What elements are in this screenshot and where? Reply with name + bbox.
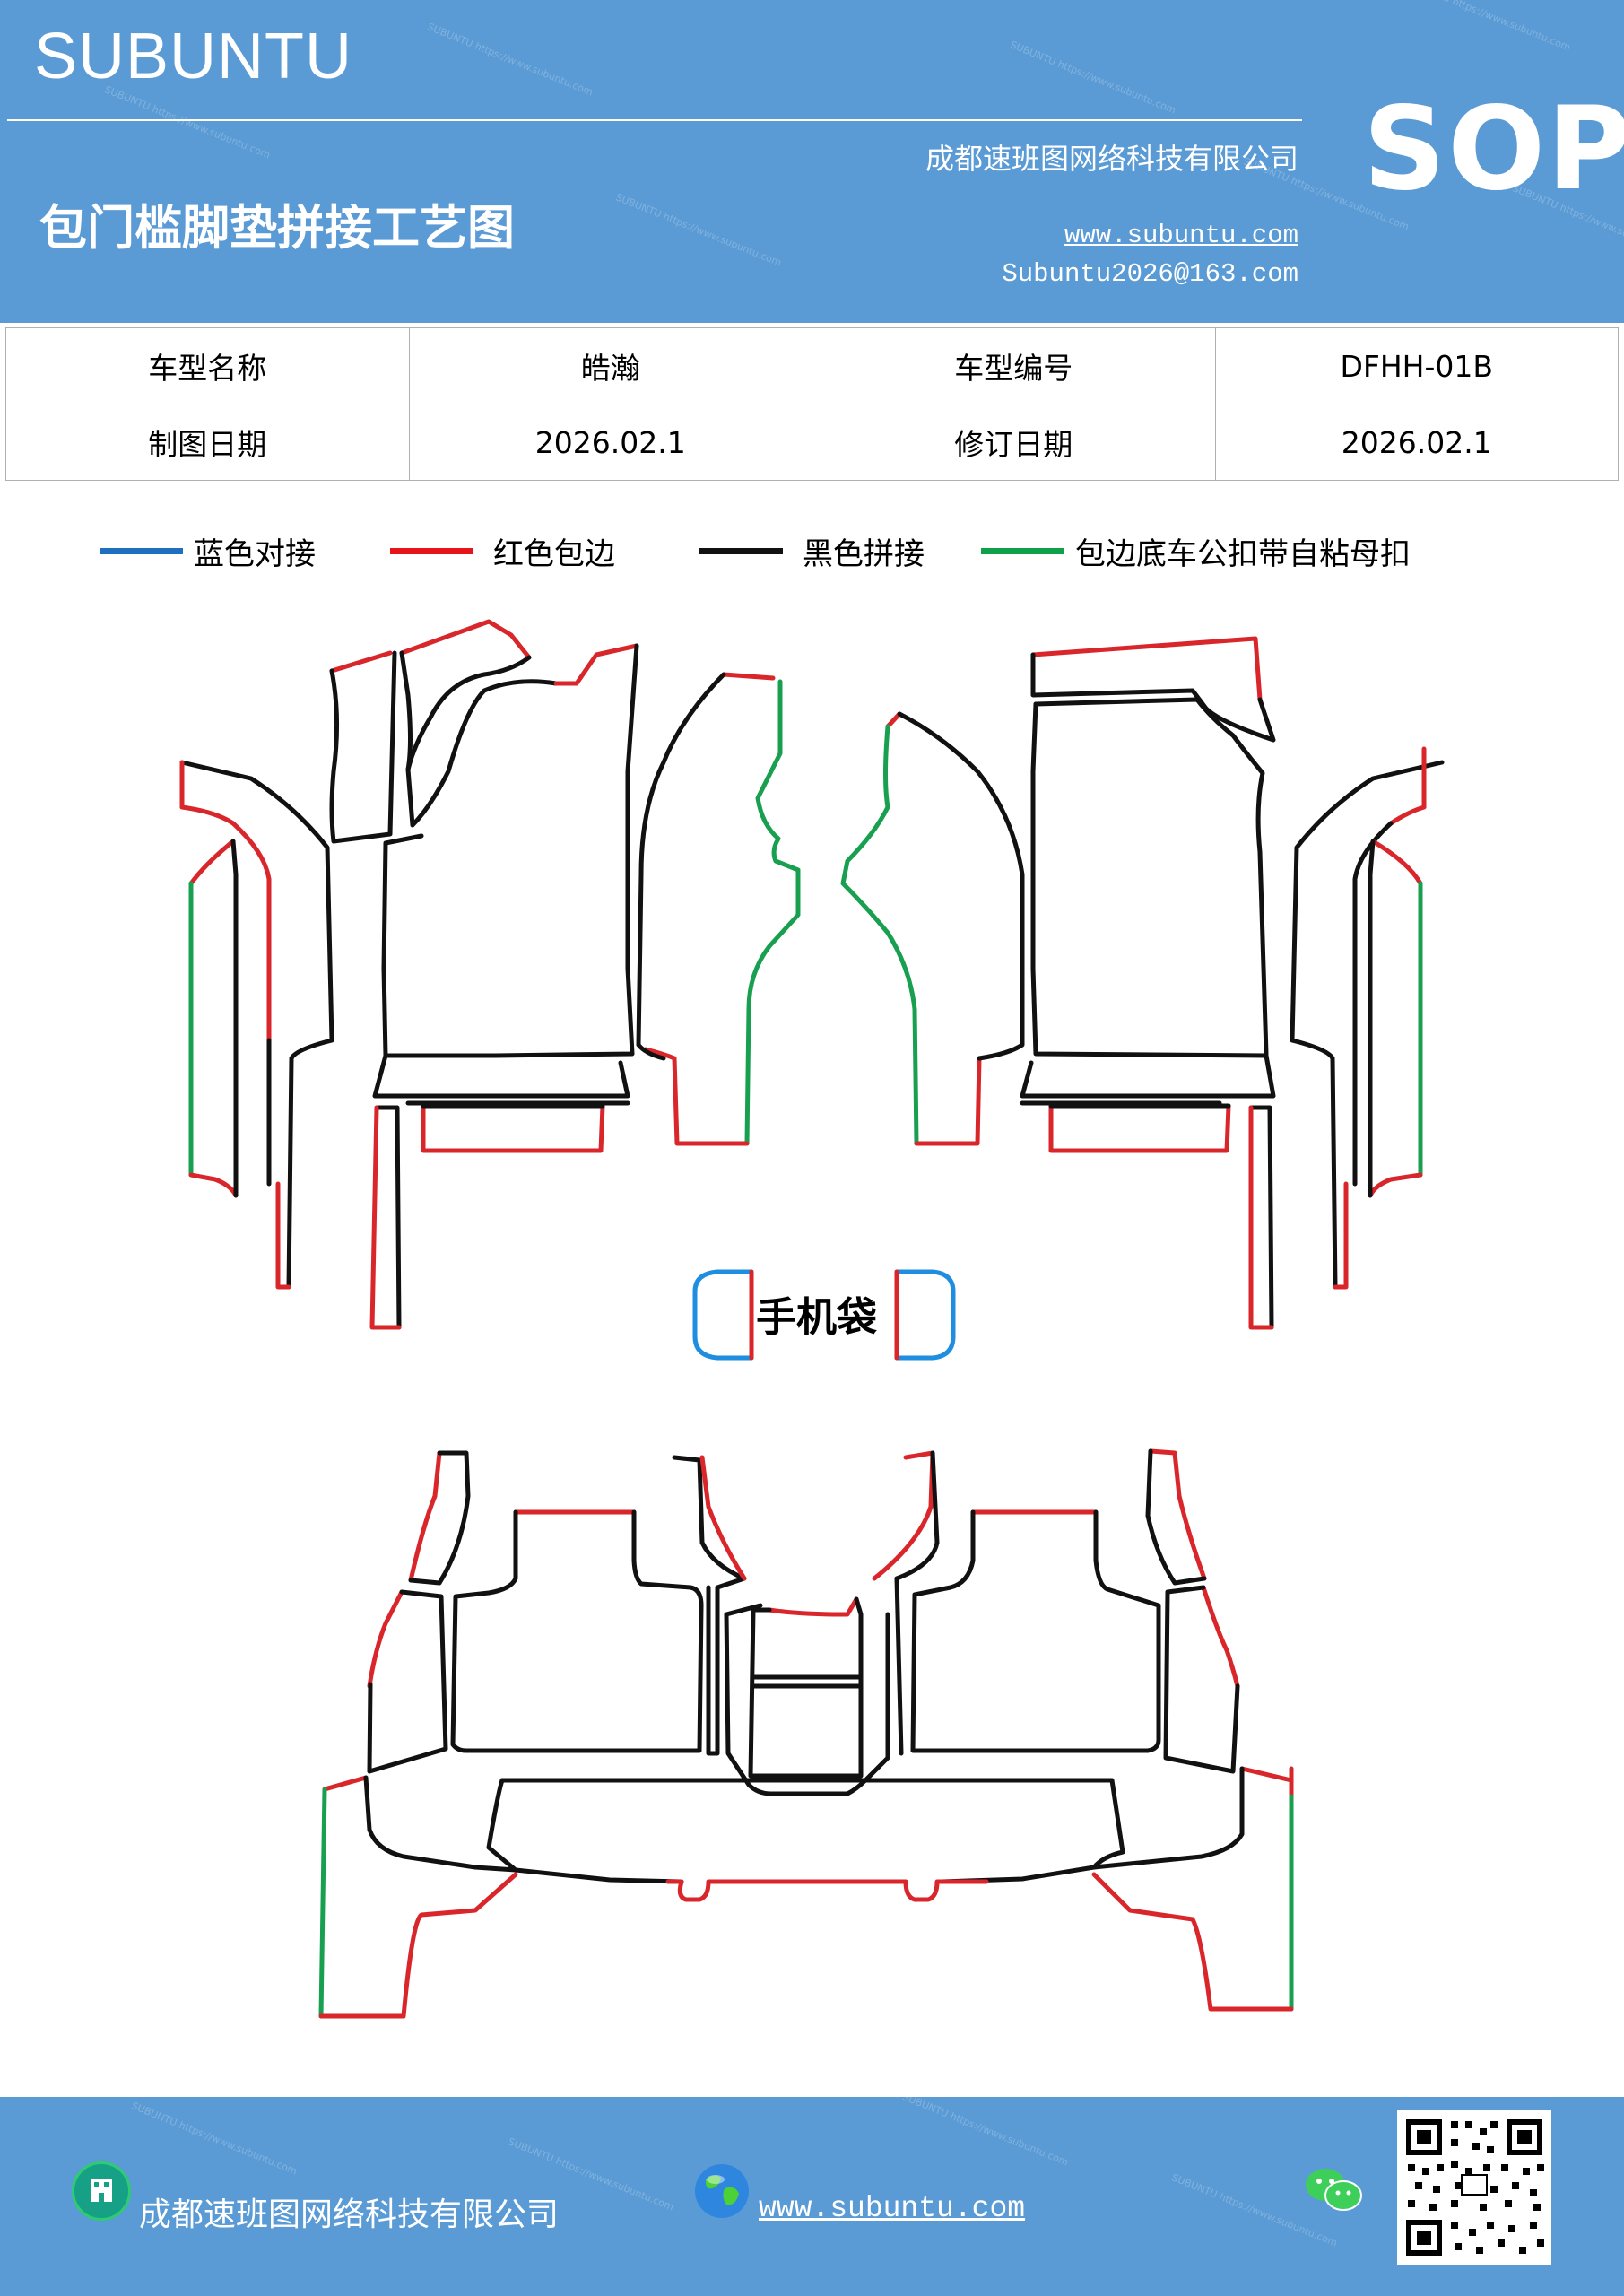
table-cell: DFHH-01B [1214, 327, 1619, 404]
legend-label: 红色包边 [493, 536, 615, 572]
table-cell: 2026.02.1 [1214, 404, 1619, 481]
doc-type-label: SOP [1363, 83, 1624, 216]
header-band: SUBUNTU https://www.subuntu.com SUBUNTU … [0, 0, 1624, 323]
qr-code [1397, 2110, 1551, 2265]
building-icon [72, 2161, 131, 2221]
footer-website-link[interactable]: www.subuntu.com [759, 2192, 1026, 2225]
table-row: 车型名称 皓瀚 车型编号 DFHH-01B [5, 327, 1619, 404]
legend-item: 蓝色对接 [100, 529, 316, 573]
legend-label: 黑色拼接 [803, 536, 925, 572]
header-email: Subuntu2026@163.com [1002, 259, 1298, 289]
table-cell: 2026.02.1 [408, 404, 812, 481]
header-company: 成都速班图网络科技有限公司 [925, 142, 1298, 176]
table-cell: 修订日期 [812, 404, 1216, 481]
header-divider [7, 119, 1302, 121]
legend-swatch [100, 548, 183, 554]
footer-company: 成都速班图网络科技有限公司 [139, 2196, 560, 2233]
legend-item: 黑色拼接 [699, 529, 925, 573]
globe-icon [692, 2161, 751, 2221]
legend-swatch [699, 548, 783, 554]
front-right-panels [840, 636, 1445, 1330]
phone-pocket [692, 1269, 956, 1361]
legend-label: 蓝色对接 [194, 536, 316, 572]
phone-pocket-label: 手机袋 [756, 1293, 878, 1341]
legend-item: 红色包边 [390, 529, 615, 573]
line-legend: 蓝色对接 红色包边 黑色拼接 包边底车公扣带自粘母扣 [0, 529, 1624, 572]
rear-mat-panels [318, 1448, 1294, 2019]
wechat-icon[interactable] [1302, 2163, 1365, 2217]
table-cell: 车型名称 [5, 327, 410, 404]
table-cell: 车型编号 [812, 327, 1216, 404]
legend-item: 包边底车公扣带自粘母扣 [981, 529, 1411, 573]
table-row: 制图日期 2026.02.1 修订日期 2026.02.1 [5, 404, 1619, 481]
vehicle-info-table: 车型名称 皓瀚 车型编号 DFHH-01B 制图日期 2026.02.1 修订日… [5, 327, 1619, 481]
legend-label: 包边底车公扣带自粘母扣 [1075, 536, 1411, 572]
legend-swatch [390, 548, 473, 554]
mat-splice-diagram [179, 619, 1445, 2019]
brand-name: SUBUNTU [34, 21, 353, 92]
legend-swatch [981, 548, 1064, 554]
header-website-link[interactable]: www.subuntu.com [1064, 221, 1298, 250]
table-cell: 制图日期 [5, 404, 410, 481]
front-left-panels [179, 619, 801, 1330]
table-cell: 皓瀚 [408, 327, 812, 404]
page-title: 包门槛脚垫拼接工艺图 [39, 200, 515, 256]
